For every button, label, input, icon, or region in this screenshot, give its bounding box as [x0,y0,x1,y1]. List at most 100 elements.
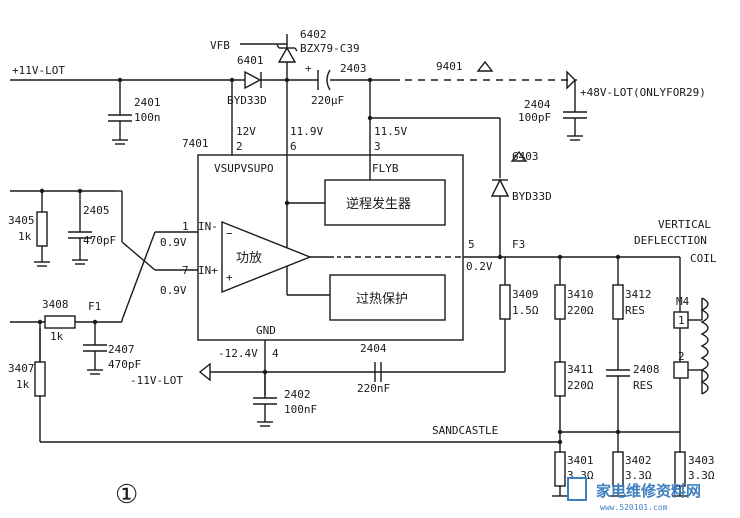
capacitor-2402 [253,372,277,427]
pin3-number: 3 [374,140,381,153]
deflection-label: DEFLECCTION [634,234,707,247]
c2404-top-value: 100pF [518,111,551,124]
r3405-value: 1k [18,230,32,243]
r3403-value: 3.3Ω [688,469,715,482]
figure-number: ① [115,480,138,510]
c2402-ref: 2402 [284,388,311,401]
r3401-value: 3.3Ω [567,469,594,482]
pin2-number: 2 [236,140,243,153]
test-point-arrow [476,60,494,72]
neg11v-label: -11V-LOT [130,374,183,387]
deflection-coil-m4 [673,297,709,395]
pin1-voltage: 0.9V [160,236,187,249]
c2404-bottom-ref: 2404 [360,342,387,355]
pin7-voltage: 0.9V [160,284,187,297]
flyback-net [367,77,501,178]
r3411-value: 220Ω [567,379,594,392]
r3405-ref: 3405 [8,214,35,227]
pin3-voltage: 11.5V [374,125,407,138]
pin6-number: 6 [290,140,297,153]
flyback-generator-label: 逆程发生器 [346,196,411,212]
zener-6402 [240,34,298,155]
power-amplifier [221,220,312,294]
in-plus-label: IN+ [198,264,218,277]
plus48v-label: +48V-LOT(ONLYFOR29) [580,86,706,99]
diode-6401 [229,70,267,155]
d6403-part: BYD33D [512,190,552,203]
pin1-number: 1 [182,220,189,233]
pin4-number: 4 [272,347,279,360]
pin5-number: 5 [468,238,475,251]
capacitor-2404-top [563,80,587,141]
pin7-number: 7 [182,264,189,277]
overheat-protection-block [329,274,446,321]
net9401-label: 9401 [436,60,463,73]
ic-internal-wiring [284,155,371,296]
output-network [262,178,688,497]
m4-pin2: 2 [678,350,685,363]
r3403-ref: 3403 [688,454,715,467]
c2403-ref: 2403 [340,62,367,75]
neg11v-arrow [198,362,211,382]
r3408-ref: 3408 [42,298,69,311]
overheat-label: 过热保护 [356,292,408,307]
r3402-ref: 3402 [625,454,652,467]
gnd-label: GND [256,324,276,337]
c2407-ref: 2407 [108,343,135,356]
m4-pin1: 1 [678,314,685,327]
capacitor-2401 [108,77,132,145]
watermark-logo-icon [567,477,587,501]
m4-ref: M4 [676,295,690,308]
c2408-value: RES [633,379,653,392]
sandcastle-label: SANDCASTLE [432,424,498,437]
d6401-ref: 6401 [237,54,264,67]
r3412-value: RES [625,304,645,317]
c2401-ref: 2401 [134,96,161,109]
c2404-bottom-value: 220nF [357,382,390,395]
watermark-url: www.520101.com [600,503,668,512]
ic-ref: 7401 [182,137,209,150]
c2404-top-ref: 2404 [524,98,551,111]
r3407-value: 1k [16,378,30,391]
pin2-voltage: 12V [236,125,256,138]
c2408-ref: 2408 [633,363,660,376]
ic-title: VSUPVSUPO [214,162,274,175]
d6401-part: BYD33D [227,94,267,107]
flyb-label: FLYB [372,162,399,175]
c2405-value: 470pF [83,234,116,247]
r3401-ref: 3401 [567,454,594,467]
c2405-ref: 2405 [83,204,110,217]
r3410-value: 220Ω [567,304,594,317]
f1-label: F1 [88,300,101,313]
minus-sign: − [226,227,233,240]
plus11v-label: +11V-LOT [12,64,65,77]
d6403-test-arrow [510,150,528,162]
ic-7401-body [197,154,464,341]
c2407-value: 470pF [108,358,141,371]
vneg-label: -12.4V [218,347,258,360]
input-network [10,188,560,443]
coil-label: COIL [690,252,717,265]
vfb-label: VFB [210,39,230,52]
r3412-ref: 3412 [625,288,652,301]
svg-text:+: + [305,62,312,75]
watermark-text: 家电维修资料网 [596,482,701,500]
d6402-part: BZX79-C39 [300,42,360,55]
r3409-ref: 3409 [512,288,539,301]
amplifier-label: 功放 [236,251,262,266]
r3411-ref: 3411 [567,363,594,376]
r3409-value: 1.5Ω [512,304,539,317]
c2401-value: 100n [134,111,161,124]
r3408-value: 1k [50,330,64,343]
flyback-generator-block [324,179,446,226]
d6402-ref: 6402 [300,28,327,41]
plus-sign: + [226,271,233,284]
pin5-voltage: 0.2V [466,260,493,273]
r3410-ref: 3410 [567,288,594,301]
in-minus-label: IN- [198,220,218,233]
r3407-ref: 3407 [8,362,35,375]
capacitor-2403: + [305,62,331,91]
vertical-label: VERTICAL [658,218,711,231]
f3-label: F3 [512,238,525,251]
